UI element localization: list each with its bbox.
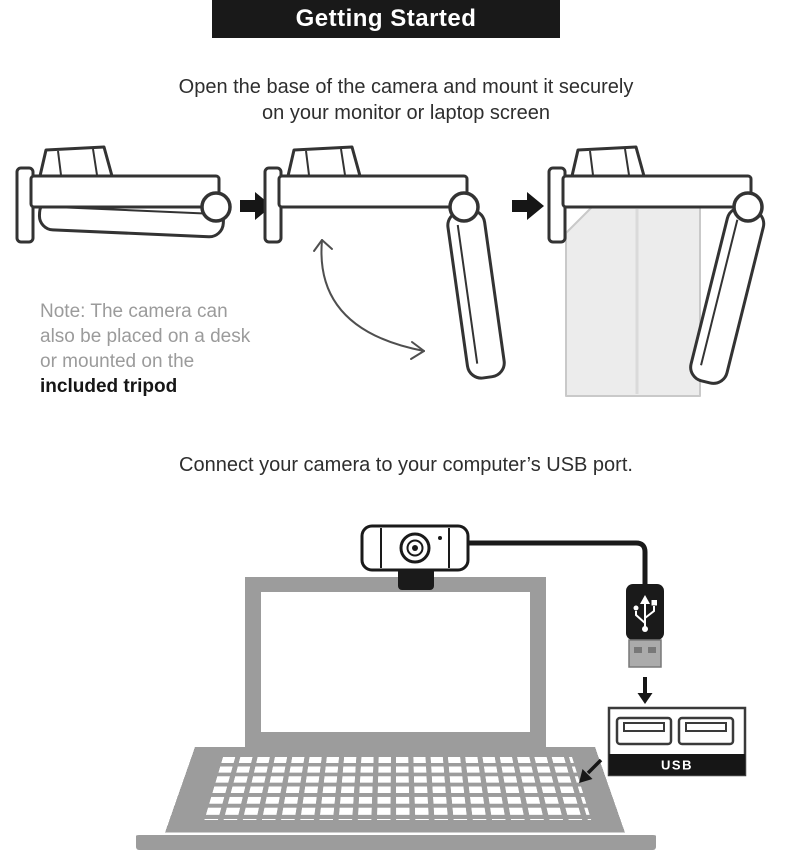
laptop-screen-display — [261, 592, 530, 732]
usb-port-icon — [615, 716, 673, 746]
placement-note: Note: The camera can also be placed on a… — [40, 299, 250, 399]
usb-port-icon — [677, 716, 735, 746]
rotation-arrow-icon — [313, 239, 425, 360]
mounting-steps-illustration — [15, 145, 766, 397]
webcam-led — [438, 536, 442, 540]
note-line2: also be placed on a desk — [40, 326, 251, 347]
usb-panel-label: USB — [661, 758, 693, 773]
mount-instruction: Open the base of the camera and mount it… — [0, 74, 812, 126]
laptop-screen — [245, 577, 546, 747]
connect-instruction-text: Connect your camera to your computer’s U… — [179, 454, 633, 476]
step-arrow-icon — [512, 192, 544, 220]
step1-clip-closed-diagram — [15, 145, 232, 244]
step3-mounted-diagram — [547, 145, 766, 397]
section-title: Getting Started — [295, 5, 477, 32]
laptop-base — [136, 833, 656, 850]
usb-plug-icon — [626, 584, 664, 668]
note-line3: or mounted on the — [40, 351, 195, 372]
webcam-illustration — [360, 524, 470, 590]
usb-cable — [466, 540, 648, 586]
note-line1: Note: The camera can — [40, 301, 228, 322]
mount-instruction-line2: on your monitor or laptop screen — [262, 102, 550, 124]
note-line4-bold: included tripod — [40, 376, 178, 397]
mount-instruction-line1: Open the base of the camera and mount it… — [178, 76, 634, 98]
down-arrow-icon — [637, 677, 653, 704]
connection-illustration: USB — [360, 524, 747, 783]
step-arrow-icon — [240, 192, 272, 220]
step2-clip-open-diagram — [263, 145, 506, 380]
connect-instruction: Connect your camera to your computer’s U… — [0, 452, 812, 478]
pointer-arrow-icon — [579, 758, 603, 783]
usb-trident-icon — [633, 595, 657, 632]
section-header-banner: Getting Started — [212, 0, 560, 38]
usb-ports-panel: USB — [607, 706, 747, 777]
